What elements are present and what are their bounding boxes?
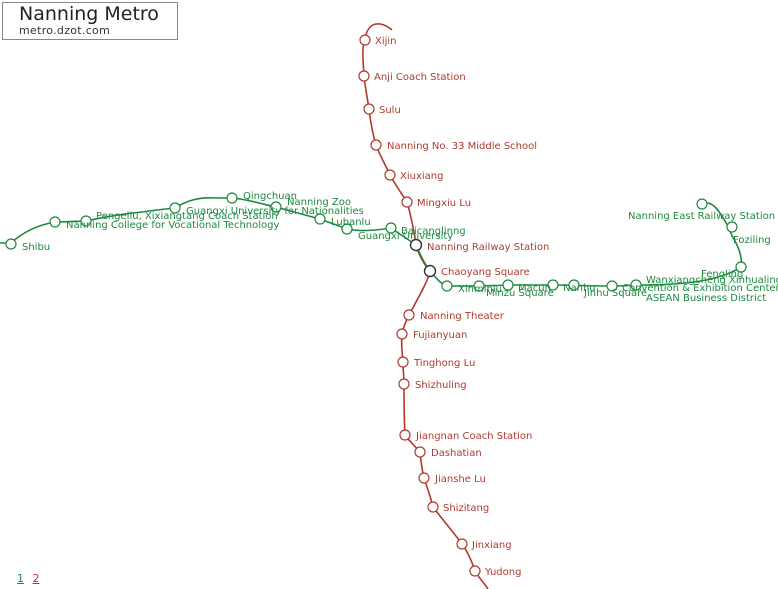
station-label[interactable]: Shibu [22,242,50,253]
station-marker[interactable] [397,356,409,368]
station-marker[interactable] [358,70,370,82]
line-2-stations [358,34,481,577]
page-selector: 1 2 [17,572,45,585]
station-label[interactable]: Xijin [375,36,397,47]
interchange-marker[interactable] [409,238,423,252]
station-label[interactable]: Shizhuling [415,380,467,391]
station-label[interactable]: Chaoyang Square [441,267,530,278]
station-label[interactable]: Yudong [484,567,521,578]
station-label[interactable]: Convention & Exhibition Center [622,283,778,294]
line-1-stations [5,192,747,292]
station-marker[interactable] [456,538,468,550]
station-marker[interactable] [547,279,559,291]
station-marker[interactable] [363,103,375,115]
station-marker[interactable] [502,279,514,291]
station-label[interactable]: ASEAN Business District [646,293,766,304]
station-label[interactable]: Shizitang [443,503,489,514]
station-label[interactable]: Foziling [733,235,771,246]
station-label[interactable]: Dashatian [431,448,482,459]
station-label[interactable]: Jinxiang [471,540,512,551]
station-marker[interactable] [270,201,282,213]
station-marker[interactable] [384,169,396,181]
interchange-marker[interactable] [423,264,437,278]
station-label[interactable]: Fujianyuan [413,330,467,341]
station-label[interactable]: Guangxi University [358,231,453,242]
station-marker[interactable] [414,446,426,458]
station-label[interactable]: Sulu [379,105,401,116]
station-marker[interactable] [396,328,408,340]
station-marker[interactable] [630,279,642,291]
station-marker[interactable] [226,192,238,204]
station-label[interactable]: Tinghong Lu [413,358,475,369]
station-marker[interactable] [398,378,410,390]
station-marker[interactable] [169,202,181,214]
station-label[interactable]: Pengeilu, Xixiangtang Coach Station [96,211,278,222]
station-marker[interactable] [403,309,415,321]
header: Nanning Metro metro.dzot.com [2,2,178,40]
station-label[interactable]: Xinminlu [458,284,502,295]
station-label[interactable]: Anji Coach Station [374,72,466,83]
station-label[interactable]: Xiuxiang [400,171,443,182]
line-1-track [0,197,743,287]
station-marker[interactable] [696,198,708,210]
station-label[interactable]: Jianshe Lu [434,474,486,485]
station-label[interactable]: Qingchuan [243,191,297,202]
station-label[interactable]: Macun [518,283,551,294]
station-marker[interactable] [370,139,382,151]
station-marker[interactable] [399,429,411,441]
station-label[interactable]: Nanning College for Vocational Technolog… [66,220,279,231]
station-marker[interactable] [427,501,439,513]
line-2-labels: Xijin Anji Coach Station Sulu Nanning No… [374,36,549,578]
page-1-link[interactable]: 1 [17,572,24,585]
station-label[interactable]: Baicanglinng [401,226,466,237]
page-2-link[interactable]: 2 [32,572,40,585]
page-title: Nanning Metro [19,3,159,25]
station-label[interactable]: Minzu Square [486,288,554,299]
station-label[interactable]: Nanning Zoo [287,197,351,208]
station-marker[interactable] [49,216,61,228]
station-label[interactable]: Wanxiangcheng [646,275,726,286]
station-label[interactable]: Mingxiu Lu [417,198,471,209]
station-marker[interactable] [418,472,430,484]
station-marker[interactable] [568,279,580,291]
station-marker[interactable] [314,213,326,225]
station-marker[interactable] [5,238,17,250]
station-marker[interactable] [726,221,738,233]
station-marker[interactable] [359,34,371,46]
station-marker[interactable] [80,215,92,227]
station-marker[interactable] [341,223,353,235]
station-label[interactable]: Jinhu Square [583,288,647,299]
station-label[interactable]: Xinhualing [729,275,778,286]
station-label[interactable]: Guangxi University for Nationalities [186,206,364,217]
site-link[interactable]: metro.dzot.com [19,24,111,37]
station-marker[interactable] [385,222,397,234]
station-label[interactable]: Fengling [701,269,743,280]
line-1-labels: Shibu Nanning College for Vocational Tec… [22,191,778,304]
station-marker[interactable] [441,280,453,292]
station-label[interactable]: Nanning Railway Station [427,242,549,253]
station-marker[interactable] [469,565,481,577]
station-label[interactable]: Nanning East Railway Station [628,211,775,222]
station-label[interactable]: Nanning No. 33 Middle School [387,141,537,152]
station-marker[interactable] [606,280,618,292]
station-marker[interactable] [473,280,485,292]
station-label[interactable]: Lubanlu [331,217,371,228]
station-marker[interactable] [735,261,747,273]
station-label[interactable]: Nanhu [563,283,596,294]
station-label[interactable]: Jiangnan Coach Station [415,431,532,442]
station-marker[interactable] [401,196,413,208]
station-label[interactable]: Nanning Theater [420,311,505,322]
